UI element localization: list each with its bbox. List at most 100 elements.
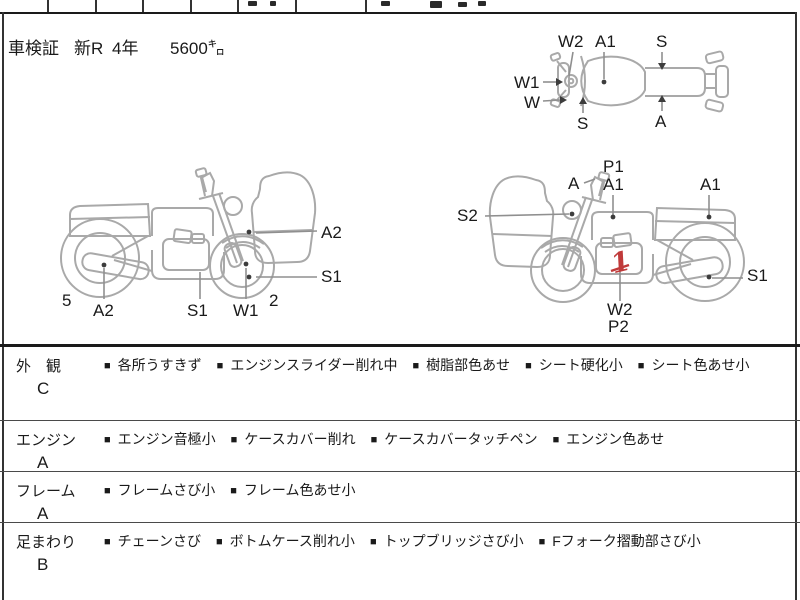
top-row-bottom-line	[0, 12, 797, 14]
bullet-square-icon: ■	[104, 360, 111, 372]
pointer-line	[484, 213, 570, 217]
cell-divider	[95, 0, 97, 12]
defect-item: ■ケースカバー削れ	[231, 429, 356, 449]
clipped-text-fragment	[381, 1, 390, 6]
defect-text: 各所うすきず	[117, 357, 202, 373]
defect-text: Fフォーク摺動部さび小	[552, 533, 701, 549]
label-top-s2: S	[577, 114, 589, 133]
inspection-row: 外 観 C ■各所うすきず■エンジンスライダー削れ中■樹脂部色あせ■シート硬化小…	[0, 347, 800, 421]
defect-item: ■シート硬化小	[525, 355, 623, 375]
clipped-text-fragment	[248, 1, 257, 6]
bullet-square-icon: ■	[412, 360, 420, 372]
defect-item: ■ フレーム色あせ小	[230, 480, 355, 500]
pointer-line	[583, 178, 596, 184]
arrowhead-up-icon	[658, 95, 666, 102]
label-top-s: S	[656, 32, 668, 51]
label-top-a1: A1	[595, 32, 616, 51]
bullet-square-icon: ■	[230, 434, 238, 446]
category-label: 外 観	[16, 358, 62, 375]
inspection-row: 足まわり B ■ チェーンさび■ ボトムケース削れ小 ■トップブリッジさび小 ■Fフォー…	[0, 523, 800, 600]
bullet-square-icon: ■	[230, 485, 237, 497]
marker-dot	[569, 211, 575, 217]
certificate-title: 車検証	[8, 39, 59, 58]
defect-item: ■シート色あせ小	[638, 355, 750, 375]
label-left-s1-wheel: S1	[321, 267, 342, 286]
pointer-line	[568, 51, 574, 77]
marker-dot	[246, 229, 252, 235]
item-list: ■各所うすきず■エンジンスライダー削れ中■樹脂部色あせ■シート硬化小■シート色あ…	[104, 355, 794, 375]
defect-text: チェーンさび	[117, 533, 201, 549]
defect-text: エンジン音極小	[117, 431, 216, 447]
footpeg	[704, 50, 725, 65]
clipped-text-fragment	[270, 1, 276, 6]
clipped-text-fragment	[478, 1, 486, 6]
bullet-square-icon: ■	[104, 434, 111, 446]
arrowhead-up-icon	[579, 97, 587, 104]
defect-item: ■Fフォーク摺動部さび小	[539, 531, 701, 551]
defect-text: フレーム色あせ小	[243, 482, 356, 498]
certificate-reg: 新R	[74, 39, 104, 58]
page-border-left	[2, 12, 4, 600]
inspection-table: 外 観 C ■各所うすきず■エンジンスライダー削れ中■樹脂部色あせ■シート硬化小…	[0, 344, 800, 600]
defect-text: トップブリッジさび小	[383, 533, 524, 549]
item-list: ■ チェーンさび■ ボトムケース削れ小 ■トップブリッジさび小 ■Fフォーク摺動部さび小	[104, 531, 794, 551]
inspection-row: エンジン A ■エンジン音極小■ケースカバー削れ■ケースカバータッチペン■エンジ…	[0, 421, 800, 472]
motorcycle-top-view	[549, 50, 729, 113]
label-top-a: A	[655, 112, 667, 131]
label-right-a1-tank: A1	[603, 175, 624, 194]
cell-divider	[47, 0, 49, 12]
cell-divider	[295, 0, 297, 12]
marker-dot	[246, 274, 252, 280]
steering-head-center	[567, 77, 575, 85]
defect-item: ■エンジンスライダー削れ中	[217, 355, 398, 375]
defect-item: ■トップブリッジさび小	[370, 531, 524, 551]
defect-item: ■ 樹脂部色あせ	[412, 355, 510, 375]
label-right-a-mirror: A	[568, 174, 580, 193]
label-left-2: 2	[269, 291, 279, 310]
defect-text: ケースカバータッチペン	[384, 431, 538, 447]
handlebar-right	[556, 89, 567, 101]
bullet-square-icon: ■	[216, 360, 224, 372]
steering-head	[564, 74, 578, 88]
label-top-w: W	[524, 93, 541, 112]
label-left-w1-fork: W1	[233, 301, 259, 320]
label-right-s1: S1	[747, 266, 768, 285]
grade-value: A	[37, 504, 49, 523]
page-border-right	[795, 12, 797, 600]
label-left-s1-frame: S1	[187, 301, 208, 320]
arrowhead-down-icon	[658, 63, 666, 70]
marker-dot	[101, 262, 107, 268]
bullet-square-icon: ■	[552, 434, 560, 446]
label-left-5: 5	[62, 291, 72, 310]
bullet-square-icon: ■	[104, 536, 111, 548]
marker-dot	[610, 214, 616, 220]
red-mark-base-stroke	[610, 263, 630, 273]
fuel-tank-top	[580, 55, 646, 107]
defect-text: ボトムケース削れ小	[229, 533, 355, 549]
defect-item: ■フレームさび小	[104, 480, 215, 500]
cell-divider	[142, 0, 144, 12]
bullet-square-icon: ■	[637, 360, 645, 372]
grade-value: B	[37, 555, 49, 574]
cell-divider	[365, 0, 367, 12]
defect-item: ■ チェーンさび	[104, 531, 201, 551]
defect-text: エンジン色あせ	[566, 431, 665, 447]
pointer-annotations	[101, 51, 743, 301]
diagram-canvas: 1	[60, 50, 745, 303]
category-label: エンジン	[16, 432, 77, 449]
seat-top	[645, 67, 706, 97]
inspection-row: フレーム A ■フレームさび小■フレーム色あせ小	[0, 472, 800, 523]
footpeg	[704, 98, 725, 113]
item-list: ■エンジン音極小■ケースカバー削れ■ケースカバータッチペン■エンジン色あせ	[104, 429, 794, 449]
marker-dot	[243, 261, 249, 267]
pointer-line	[255, 230, 318, 234]
defect-text: フレームさび小	[117, 482, 216, 498]
label-right-w2: W2	[607, 300, 633, 319]
defect-text: 樹脂部色あせ	[426, 357, 511, 373]
label-left-a2-fender: A2	[321, 223, 342, 242]
category-label: 足まわり	[16, 534, 77, 551]
marker-dot	[601, 79, 607, 85]
inspection-rows: 外 観 C ■各所うすきず■エンジンスライダー削れ中■樹脂部色あせ■シート硬化小…	[0, 347, 800, 600]
cell-divider	[237, 0, 239, 12]
